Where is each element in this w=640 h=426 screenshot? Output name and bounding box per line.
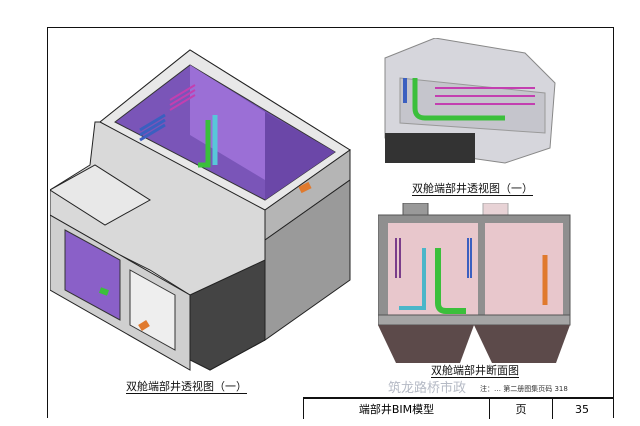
caption-section: 双舱端部井断面图 bbox=[431, 364, 519, 378]
title-block-page-label: 页 bbox=[490, 399, 553, 419]
title-block-page-number: 35 bbox=[575, 402, 589, 416]
isometric-model-left bbox=[50, 49, 351, 371]
title-block-title: 端部井BIM模型 bbox=[304, 399, 490, 419]
drawing-frame bbox=[47, 27, 614, 418]
note-text: 注：… 第二册图集页码 318 bbox=[480, 385, 568, 393]
section-view bbox=[378, 203, 571, 363]
isometric-model-right bbox=[384, 38, 556, 164]
caption-iso-right: 双舱端部井透视图（一） bbox=[412, 182, 533, 196]
title-block: 端部井BIM模型 页 35 bbox=[303, 397, 613, 419]
watermark: 筑龙路桥市政 bbox=[388, 381, 467, 396]
caption-iso-left: 双舱端部井透视图（一） bbox=[126, 380, 247, 394]
